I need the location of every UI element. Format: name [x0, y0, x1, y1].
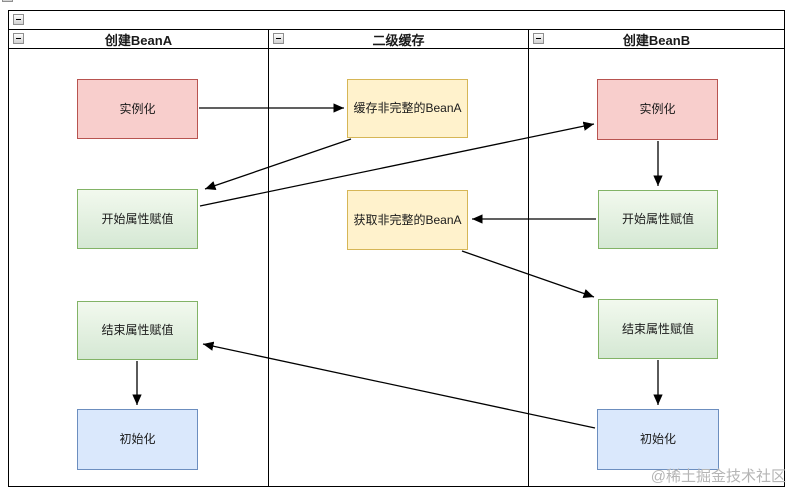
lane-header-create-beanb: 创建BeanB — [529, 30, 784, 49]
lane-collapse-icon[interactable] — [273, 33, 284, 44]
minus-glyph — [276, 38, 281, 39]
lane-create-beanb: 创建BeanB — [529, 30, 784, 486]
lane-title: 创建BeanA — [104, 32, 173, 48]
node-beanb-end-property[interactable]: 结束属性赋值 — [598, 299, 718, 359]
minus-glyph — [16, 38, 21, 39]
lanes-row: 创建BeanA 二级缓存 创建BeanB — [9, 30, 784, 486]
node-beanb-begin-property[interactable]: 开始属性赋值 — [598, 190, 718, 249]
minus-glyph — [16, 19, 21, 20]
node-beanb-instantiate[interactable]: 实例化 — [597, 79, 718, 140]
lane-header-create-beana: 创建BeanA — [9, 30, 268, 49]
node-get-incomplete-beana[interactable]: 获取非完整的BeanA — [347, 190, 468, 250]
lane-title: 创建BeanB — [622, 32, 691, 48]
swimlane-pool: 创建BeanA 二级缓存 创建BeanB — [8, 10, 785, 487]
lane-collapse-icon[interactable] — [13, 33, 24, 44]
lane-title: 二级缓存 — [372, 32, 425, 48]
pool-collapse-icon[interactable] — [13, 14, 24, 25]
lane-create-beana: 创建BeanA — [9, 30, 269, 486]
watermark: @稀土掘金技术社区 — [650, 468, 786, 485]
pool-header — [9, 11, 784, 30]
lane-collapse-icon[interactable] — [533, 33, 544, 44]
node-beana-begin-property[interactable]: 开始属性赋值 — [77, 189, 198, 249]
node-beana-initialize[interactable]: 初始化 — [77, 409, 198, 470]
node-beana-instantiate[interactable]: 实例化 — [77, 79, 198, 139]
node-beanb-initialize[interactable]: 初始化 — [597, 409, 719, 470]
node-cache-incomplete-beana[interactable]: 缓存非完整的BeanA — [347, 79, 468, 138]
minus-glyph — [536, 38, 541, 39]
lane-header-second-level-cache: 二级缓存 — [269, 30, 528, 49]
node-beana-end-property[interactable]: 结束属性赋值 — [77, 301, 198, 360]
clipped-collapse-icon — [2, 0, 13, 2]
